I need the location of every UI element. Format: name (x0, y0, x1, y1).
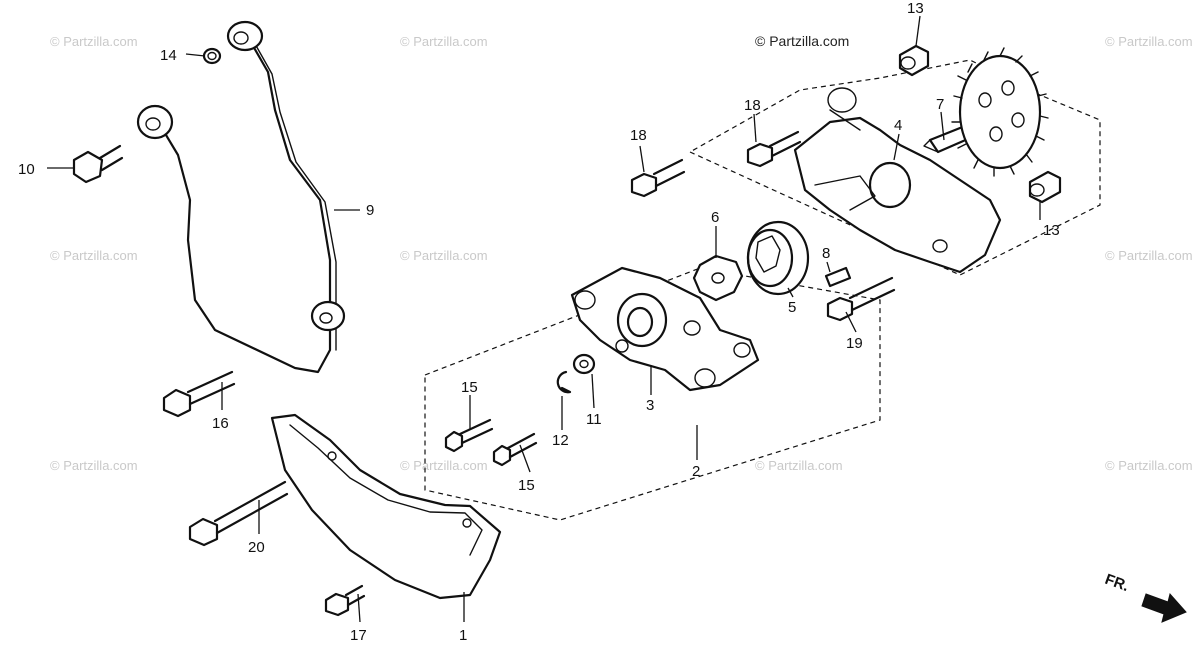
pump-cover (793, 87, 1002, 274)
pump-body (570, 266, 760, 392)
front-label: FR. (1103, 571, 1132, 595)
callout-10: 10 (18, 161, 35, 178)
callout-11: 11 (586, 411, 602, 428)
watermark-layer: © Partzilla.com © Partzilla.com © Partzi… (50, 33, 1193, 473)
callout-7: 7 (936, 96, 944, 113)
watermark-text: © Partzilla.com (400, 458, 488, 473)
callout-3: 3 (646, 397, 654, 414)
dowel-pin (824, 266, 852, 288)
callout-13-upper: 13 (907, 0, 924, 17)
watermark-text: © Partzilla.com (400, 248, 488, 263)
callout-16: 16 (212, 415, 229, 432)
front-arrow-icon (1141, 592, 1187, 623)
callout-18-left: 18 (630, 127, 647, 144)
callout-9: 9 (366, 202, 374, 219)
leader-lines (47, 15, 1041, 623)
collar-13-upper (898, 44, 930, 77)
circlip (556, 370, 572, 394)
sealing-washer (202, 47, 222, 65)
watermark-text: © Partzilla.com (1105, 34, 1193, 49)
callout-8: 8 (822, 245, 830, 262)
callout-20: 20 (248, 539, 265, 556)
pump-guard-plate (270, 413, 502, 600)
outer-rotor (746, 220, 810, 296)
callout-12: 12 (552, 432, 569, 449)
inner-rotor (692, 254, 744, 302)
callout-15-lower: 15 (518, 477, 535, 494)
screw-15-lower (492, 432, 538, 467)
flange-bolt-18-left (630, 158, 686, 198)
callout-2: 2 (692, 463, 700, 480)
front-direction-indicator: FR. (1103, 571, 1187, 623)
collar-13-right (1028, 170, 1062, 204)
callout-6: 6 (711, 209, 719, 226)
watermark-text: © Partzilla.com (1105, 248, 1193, 263)
callout-19: 19 (846, 335, 863, 352)
driven-gear (951, 47, 1049, 177)
callout-17: 17 (350, 627, 367, 644)
callout-14: 14 (160, 47, 177, 64)
flange-bolt-19 (826, 276, 896, 322)
callout-4: 4 (894, 117, 902, 134)
watermark-text: © Partzilla.com (50, 458, 138, 473)
oil-pipe (136, 20, 346, 374)
callout-18-right: 18 (744, 97, 761, 114)
watermark-text: © Partzilla.com (50, 248, 138, 263)
callout-13-right: 13 (1043, 222, 1060, 239)
flange-bolt-16 (162, 370, 236, 418)
flange-bolt-18-right (746, 130, 802, 168)
watermark-text-dark: © Partzilla.com (755, 33, 849, 49)
flange-bolt-17 (324, 584, 366, 617)
watermark-text: © Partzilla.com (400, 34, 488, 49)
watermark-text: © Partzilla.com (755, 458, 843, 473)
oil-bolt (72, 144, 124, 184)
thrust-washer (572, 353, 596, 375)
callout-5: 5 (788, 299, 796, 316)
watermark-text: © Partzilla.com (1105, 458, 1193, 473)
callout-labels: 1 2 3 4 5 6 7 8 9 10 11 12 13 13 14 15 1… (18, 0, 1060, 644)
flange-bolt-20 (188, 480, 289, 547)
screw-15-upper (444, 418, 494, 453)
callout-15-upper: 15 (461, 379, 478, 396)
callout-1: 1 (459, 627, 467, 644)
watermark-text: © Partzilla.com (50, 34, 138, 49)
